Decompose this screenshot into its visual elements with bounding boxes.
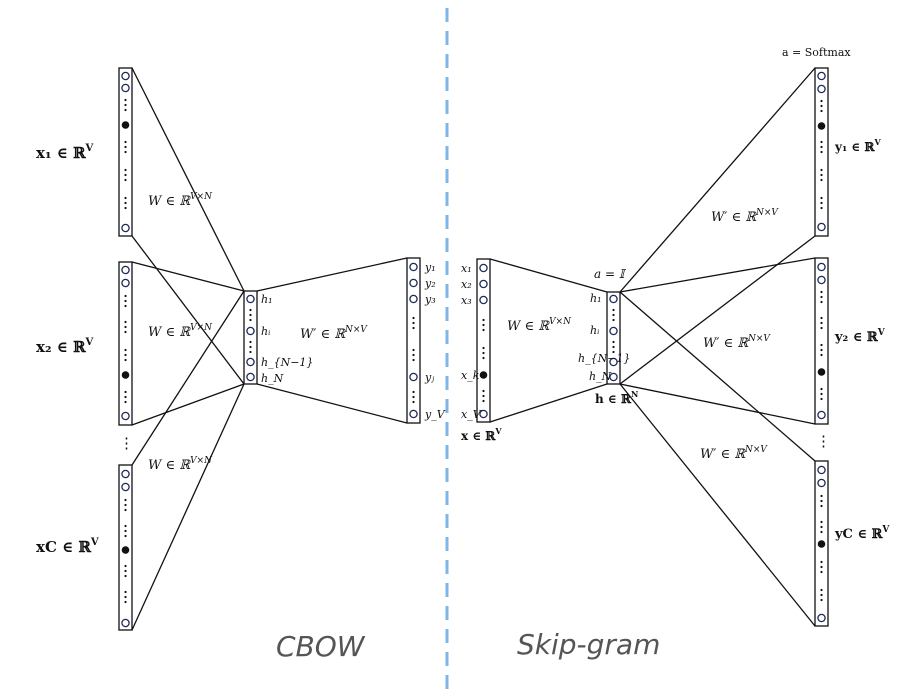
- skipgram-output-vector-2: [814, 257, 829, 425]
- cbow-hidden-layer: [243, 290, 258, 385]
- skipgram-h1-label: h₁: [590, 292, 602, 305]
- skipgram-identity-label: a = 𝕀: [594, 267, 627, 281]
- cbow-x2-label: x₂ ∈ ℝV: [36, 337, 94, 356]
- skipgram-title: Skip-gram: [517, 628, 660, 661]
- cbow-hn-label: h_N: [261, 372, 284, 385]
- skipgram-hidden-nodes: [609, 294, 618, 382]
- skipgram-xv-label: x_V: [461, 408, 482, 421]
- cbow-hi-label: hᵢ: [261, 325, 270, 338]
- cbow-ellipsis: ⋮: [119, 434, 134, 452]
- cbow-panel: x₁ ∈ ℝV x₂ ∈ ℝV xC ∈ ℝV ⋮ W ∈ ℝV×N W ∈ ℝ…: [36, 67, 446, 663]
- cbow-w-label-2: W ∈ ℝV×N: [148, 323, 213, 340]
- cbow-input-vector-2: [118, 261, 133, 426]
- cbow-y1-label: y₁: [424, 261, 436, 274]
- cbow-h1-label: h₁: [261, 293, 273, 306]
- skipgram-hn1-label: h_{N−1}: [578, 352, 630, 365]
- skipgram-softmax-label: a = Softmax: [782, 46, 851, 59]
- skipgram-y2-label: y₂ ∈ ℝV: [834, 328, 886, 345]
- cbow-w-label-1: W ∈ ℝV×N: [148, 192, 213, 209]
- cbow-input-1-nodes: [121, 71, 130, 233]
- skipgram-connections: [489, 67, 816, 627]
- cbow-output-nodes: [409, 262, 418, 419]
- skipgram-x2-label: x₂: [461, 278, 472, 291]
- cbow-y3-label: y₃: [424, 293, 436, 306]
- cbow-input-2-nodes: [121, 265, 130, 421]
- skipgram-x3-label: x₃: [461, 294, 472, 307]
- skipgram-input-nodes: [479, 263, 488, 419]
- skipgram-input-vector: [476, 258, 491, 423]
- skipgram-output-c-nodes: [817, 465, 826, 623]
- skipgram-hi-label: hᵢ: [590, 324, 599, 337]
- cbow-y2-label: y₂: [424, 277, 436, 290]
- skipgram-wprime-label-2: W′ ∈ ℝN×V: [703, 334, 771, 351]
- cbow-yv-label: y_V: [424, 408, 446, 421]
- skipgram-x1-label: x₁: [461, 262, 472, 275]
- cbow-input-vector-1: [118, 67, 133, 237]
- skipgram-panel: a = Softmax a = 𝕀 x₁ x₂ x₃ x_k x_V x ∈ ℝ…: [461, 46, 890, 661]
- skipgram-output-2-nodes: [817, 262, 826, 420]
- skipgram-output-vector-1: [814, 67, 829, 237]
- cbow-output-vector: [406, 257, 421, 424]
- skipgram-w-label: W ∈ ℝV×N: [507, 317, 572, 334]
- cbow-input-c-nodes: [121, 469, 130, 628]
- skipgram-xk-label: x_k: [461, 369, 480, 382]
- skipgram-h-vector-label: h ∈ ℝN: [595, 389, 638, 406]
- skipgram-hn-label: h_N: [589, 370, 612, 383]
- skipgram-wprime-label-3: W′ ∈ ℝN×V: [700, 445, 768, 462]
- skipgram-y1-label: y₁ ∈ ℝV: [834, 137, 881, 154]
- cbow-input-vector-c: [118, 464, 133, 631]
- skipgram-x-vector-label: x ∈ ℝV: [461, 426, 502, 443]
- skipgram-ellipsis: ⋮: [816, 432, 831, 450]
- cbow-hn1-label: h_{N−1}: [261, 356, 313, 369]
- skipgram-hidden-layer: [606, 291, 621, 385]
- skipgram-output-1-nodes: [817, 71, 826, 232]
- cbow-x1-label: x₁ ∈ ℝV: [36, 143, 94, 162]
- cbow-w-label-3: W ∈ ℝV×N: [148, 456, 213, 473]
- cbow-wprime-label: W′ ∈ ℝN×V: [300, 325, 368, 342]
- cbow-title: CBOW: [276, 630, 366, 663]
- cbow-xc-label: xC ∈ ℝV: [36, 537, 99, 556]
- skipgram-wprime-label-1: W′ ∈ ℝN×V: [711, 208, 779, 225]
- skipgram-output-vector-c: [814, 460, 829, 627]
- skipgram-yc-label: yC ∈ ℝV: [834, 525, 890, 542]
- cbow-hidden-nodes: [246, 294, 255, 382]
- cbow-connections: [131, 67, 408, 631]
- cbow-yj-label: yⱼ: [424, 371, 434, 384]
